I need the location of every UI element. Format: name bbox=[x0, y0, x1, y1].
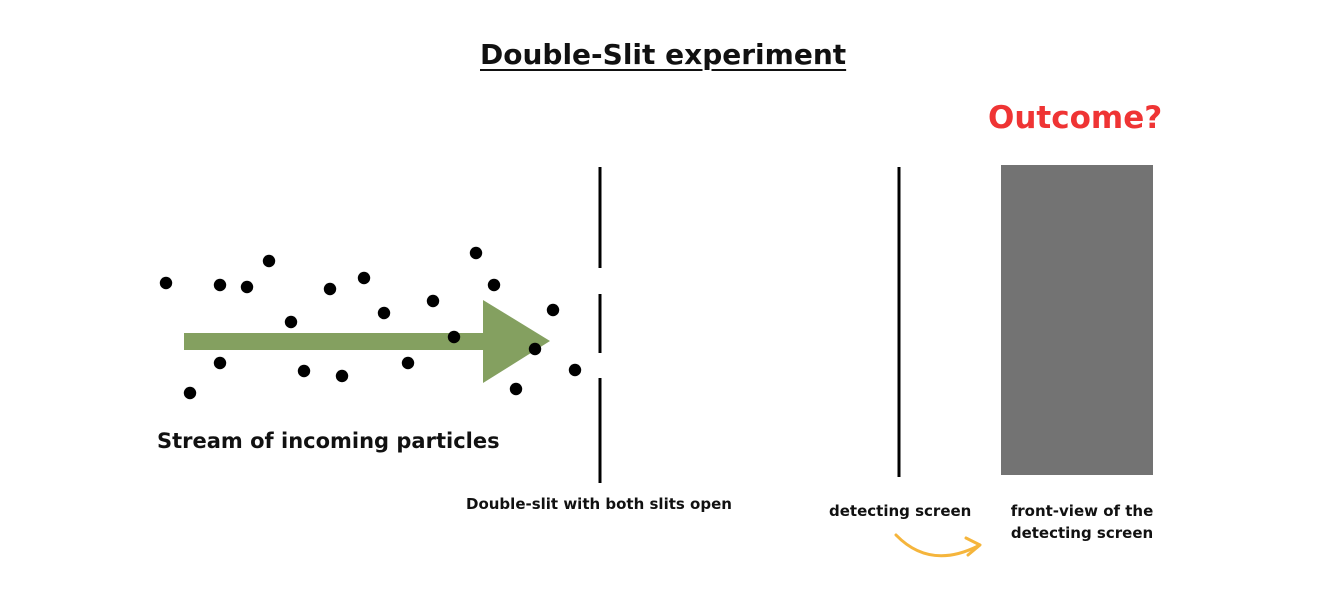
double-slit-label: Double-slit with both slits open bbox=[466, 495, 732, 513]
particle-dot bbox=[357, 271, 371, 285]
diagram-title: Double-Slit experiment bbox=[480, 38, 847, 71]
particle-dot bbox=[159, 276, 173, 290]
particle-dot bbox=[335, 369, 349, 383]
particle-dot bbox=[377, 306, 391, 320]
curved-arrow-icon bbox=[894, 533, 982, 558]
particle-cloud bbox=[159, 246, 582, 400]
particle-dot bbox=[528, 342, 542, 356]
stream-label: Stream of incoming particles bbox=[157, 429, 500, 453]
particle-dot bbox=[401, 356, 415, 370]
particle-dot bbox=[509, 382, 523, 396]
particle-dot bbox=[426, 294, 440, 308]
particle-dot bbox=[323, 282, 337, 296]
particle-dot bbox=[284, 315, 298, 329]
particle-dot bbox=[183, 386, 197, 400]
front-view-label: front-view of the detecting screen bbox=[1010, 502, 1154, 542]
stream-arrow-icon bbox=[184, 300, 550, 383]
front-view-screen bbox=[1001, 165, 1153, 475]
particle-dot bbox=[469, 246, 483, 260]
particle-dot bbox=[487, 278, 501, 292]
particle-dot bbox=[240, 280, 254, 294]
detecting-screen-label: detecting screen bbox=[829, 502, 972, 520]
particle-dot bbox=[213, 278, 227, 292]
particle-dot bbox=[447, 330, 461, 344]
particle-dot bbox=[262, 254, 276, 268]
particle-dot bbox=[546, 303, 560, 317]
particle-dot bbox=[297, 364, 311, 378]
outcome-label: Outcome? bbox=[988, 100, 1163, 136]
particle-dot bbox=[213, 356, 227, 370]
particle-dot bbox=[568, 363, 582, 377]
